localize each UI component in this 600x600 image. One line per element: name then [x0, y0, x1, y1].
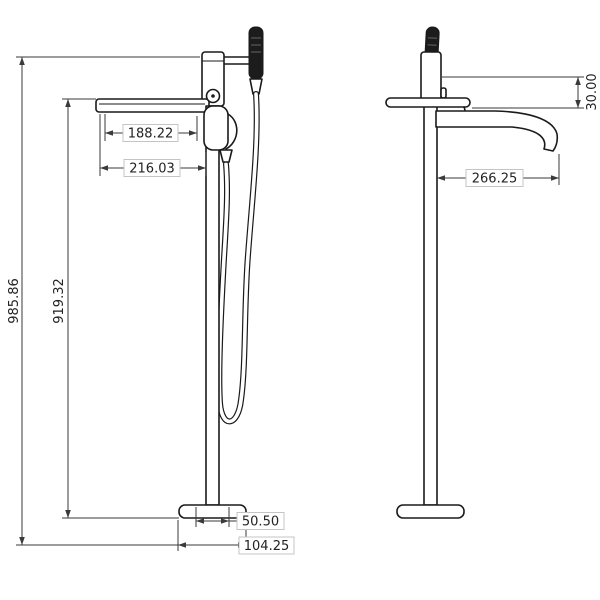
- floor-base-side: [396, 504, 465, 519]
- arrowhead: [105, 130, 113, 136]
- shower-holder-bar: [220, 56, 253, 65]
- dim-label-box: [122, 124, 179, 142]
- arrowhead: [178, 542, 186, 548]
- riser-column-side: [423, 105, 438, 506]
- arrowhead: [100, 165, 108, 171]
- arrowhead: [221, 518, 229, 524]
- arrowhead: [437, 175, 445, 181]
- tub-spout-side: [435, 110, 559, 152]
- arrowhead: [575, 100, 581, 108]
- arrowhead: [19, 537, 25, 545]
- hand-shower-front: [248, 26, 264, 80]
- floor-base-front: [178, 504, 247, 519]
- side-view: [385, 26, 559, 519]
- dim-label-box: [123, 159, 181, 177]
- dim-label-spout-height: 919.32: [52, 278, 67, 324]
- dim-label-spout-width-outer: 216.03: [129, 162, 175, 177]
- dimension-lines: [16, 56, 584, 551]
- control-knob-dot: [211, 94, 215, 98]
- side-knob: [440, 87, 447, 99]
- arrowhead: [196, 518, 204, 524]
- arrowhead: [65, 510, 71, 518]
- arrowhead: [189, 130, 197, 136]
- dim-label-riser-diameter: 50.50: [242, 515, 279, 530]
- arrowhead: [19, 57, 25, 65]
- front-view: [95, 26, 264, 519]
- dim-label-spout-drop: 30.00: [585, 73, 600, 110]
- arrowhead: [575, 77, 581, 85]
- diverter-lever: [225, 113, 238, 150]
- dim-label-box: [238, 536, 295, 555]
- riser-column-front: [205, 105, 220, 506]
- arrowhead: [65, 99, 71, 107]
- dim-label-box: [236, 512, 285, 530]
- dim-label-overall-height: 985.86: [7, 278, 22, 324]
- shower-hose-inner: [217, 92, 259, 424]
- dim-label-spout-reach: 266.25: [472, 172, 518, 187]
- arrowhead: [198, 165, 206, 171]
- dim-label-box: [465, 169, 524, 187]
- arrowhead: [551, 175, 559, 181]
- dim-label-base-diameter: 104.25: [244, 539, 290, 554]
- waterfall-spout: [95, 98, 210, 113]
- dim-label-spout-width-inner: 188.22: [128, 127, 174, 142]
- dimension-labels: 985.86 919.32 188.22 216.03 50.50 104.25…: [7, 73, 600, 555]
- diverter-housing: [203, 105, 229, 151]
- spout-plate-side: [385, 97, 471, 108]
- hose-outlet-connector: [219, 149, 233, 163]
